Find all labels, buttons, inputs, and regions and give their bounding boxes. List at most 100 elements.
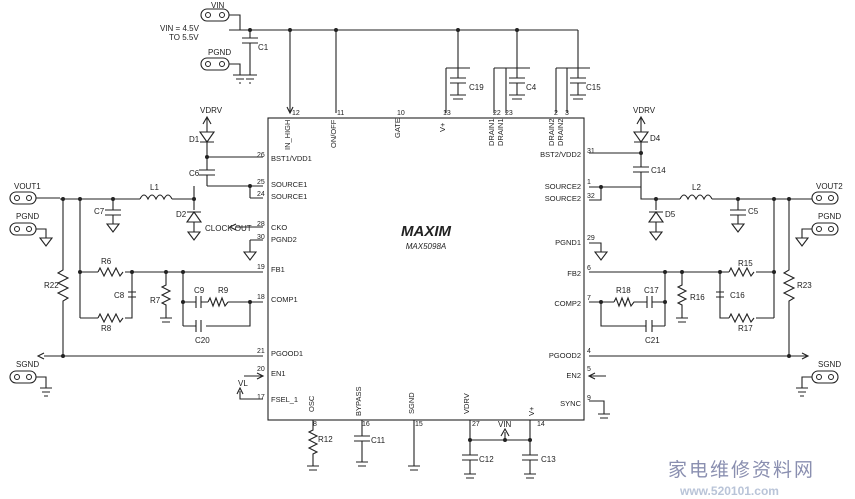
pgood2-wire [589, 352, 810, 360]
junction-dot [130, 270, 134, 274]
junction-dot [718, 270, 722, 274]
pin-sgnd-label: SGND [407, 392, 416, 414]
r12-label: R12 [318, 435, 333, 444]
vl-label: VL [238, 379, 248, 388]
c15-wire [555, 67, 590, 113]
watermark-cn-text: 家电维修资料网 [668, 459, 815, 481]
junction-dot [515, 28, 519, 32]
pgnd-terminal-hole-b [219, 61, 225, 67]
vin-supply: VIN VIN = 4.5V TO 5.5V PGND C1 [160, 1, 579, 115]
ground-symbol [233, 74, 247, 84]
vin-bottom-arrow [500, 427, 510, 437]
vout1-terminal[interactable] [9, 191, 37, 205]
pin-num-9: 9 [587, 395, 591, 402]
sgnd-right-terminal[interactable] [811, 370, 839, 384]
pin-num-3: 3 [565, 110, 569, 117]
pin-num-11: 11 [337, 110, 344, 117]
pgnd-left-wire [36, 228, 54, 247]
l2-inductor [679, 194, 713, 201]
c9-label: C9 [194, 286, 205, 295]
bottom-pin-numbers: 8 16 15 27 14 [313, 421, 545, 428]
pin-num-14: 14 [537, 421, 545, 428]
pin-num-17: 17 [257, 394, 265, 401]
pin-num-19: 19 [257, 264, 265, 271]
c13-label: C13 [541, 455, 556, 464]
sgnd-bottom-wire [408, 420, 420, 471]
pin-drain2b-label: DRAIN2 [556, 118, 565, 146]
pgood1-wire [36, 352, 263, 360]
c1-label: C1 [258, 43, 269, 52]
vin-range-line1: VIN = 4.5V [160, 24, 200, 33]
pin-en2-label: EN2 [566, 371, 581, 380]
pin-vplus-label: V+ [438, 122, 447, 132]
pin-drain1b-label: DRAIN1 [496, 118, 505, 146]
r16-label: R16 [690, 293, 705, 302]
junction-dot [772, 270, 776, 274]
fb2-network: R15 R17 C16 R16 C17 R18 C21 [589, 199, 776, 345]
pin-num-2: 2 [554, 110, 558, 117]
pgnd-right-label: PGND [818, 212, 841, 221]
sgnd-left-hole-a [14, 374, 20, 380]
pin-source1a-label: SOURCE1 [271, 180, 307, 189]
junction-dot [181, 300, 185, 304]
vin-label: VIN [211, 1, 225, 10]
r6-label: R6 [101, 257, 112, 266]
pgnd-left-terminal[interactable] [9, 222, 37, 236]
c21-label: C21 [645, 336, 660, 345]
pin-num-29: 29 [587, 235, 595, 242]
pin-num-28: 28 [257, 221, 265, 228]
r9-resistor [207, 296, 229, 308]
junction-dot [456, 28, 460, 32]
vout2-label: VOUT2 [816, 182, 843, 191]
d2-label: D2 [176, 210, 187, 219]
vin-terminal-hole-b [219, 12, 225, 18]
pgnd-right-wire [794, 228, 812, 247]
c14-label: C14 [651, 166, 666, 175]
junction-dot [334, 28, 338, 32]
vout1-hole-a [14, 195, 20, 201]
c6-label: C6 [189, 169, 200, 178]
vout1-hole-b [26, 195, 32, 201]
r8-label: R8 [101, 324, 112, 333]
ic-body [267, 117, 585, 421]
c16-label: C16 [730, 291, 745, 300]
vdrv-right-arrow [636, 115, 646, 132]
c19-wire [445, 67, 470, 113]
vdrv-left-label: VDRV [200, 106, 223, 115]
r7-resistor [160, 272, 172, 323]
c5-label: C5 [748, 207, 759, 216]
vout2-terminal[interactable] [811, 191, 839, 205]
r23-resistor [782, 199, 796, 356]
pgnd-left-hole-a [14, 226, 20, 232]
maxim-logo: MAXIM [401, 223, 452, 240]
c11-label: C11 [371, 436, 386, 445]
junction-dot [663, 300, 667, 304]
ground-symbol [648, 231, 664, 241]
top-pin-numbers: 12 11 10 13 22 23 2 3 [292, 110, 569, 117]
bypass-wire [354, 420, 370, 467]
pin-comp1-label: COMP1 [271, 295, 298, 304]
pgnd-right-terminal[interactable] [811, 222, 839, 236]
pin-num-4: 4 [587, 348, 591, 355]
c21-cap [645, 320, 653, 332]
pin-source1b-label: SOURCE1 [271, 192, 307, 201]
c12-label: C12 [479, 455, 494, 464]
vdrv-right-label: VDRV [633, 106, 656, 115]
right-pin-labels: BST2/VDD2 SOURCE2 SOURCE2 PGND1 FB2 COMP… [540, 150, 581, 408]
ground-symbol [243, 74, 257, 84]
vdrv-left-arrow [202, 115, 212, 132]
pin-bst1-label: BST1/VDD1 [271, 154, 312, 163]
vout1-output: VOUT1 PGND C7 R22 [9, 182, 121, 356]
pin-pgood1-label: PGOOD1 [271, 349, 303, 358]
r16-resistor [676, 272, 688, 323]
pin-num-25: 25 [257, 179, 265, 186]
pin-pgnd1-label: PGND1 [555, 238, 581, 247]
left-bootstrap: VDRV D1 C6 L1 D2 CLOCK OUT [60, 106, 263, 261]
pin-pgood2-label: PGOOD2 [549, 351, 581, 360]
junction-dot [528, 438, 532, 442]
vout2-output: VOUT2 PGND C5 R23 [730, 182, 843, 356]
sgnd-left-terminal[interactable] [9, 370, 37, 384]
junction-dot [248, 300, 252, 304]
d1-diode [198, 131, 263, 158]
pin-num-23: 23 [505, 110, 513, 117]
